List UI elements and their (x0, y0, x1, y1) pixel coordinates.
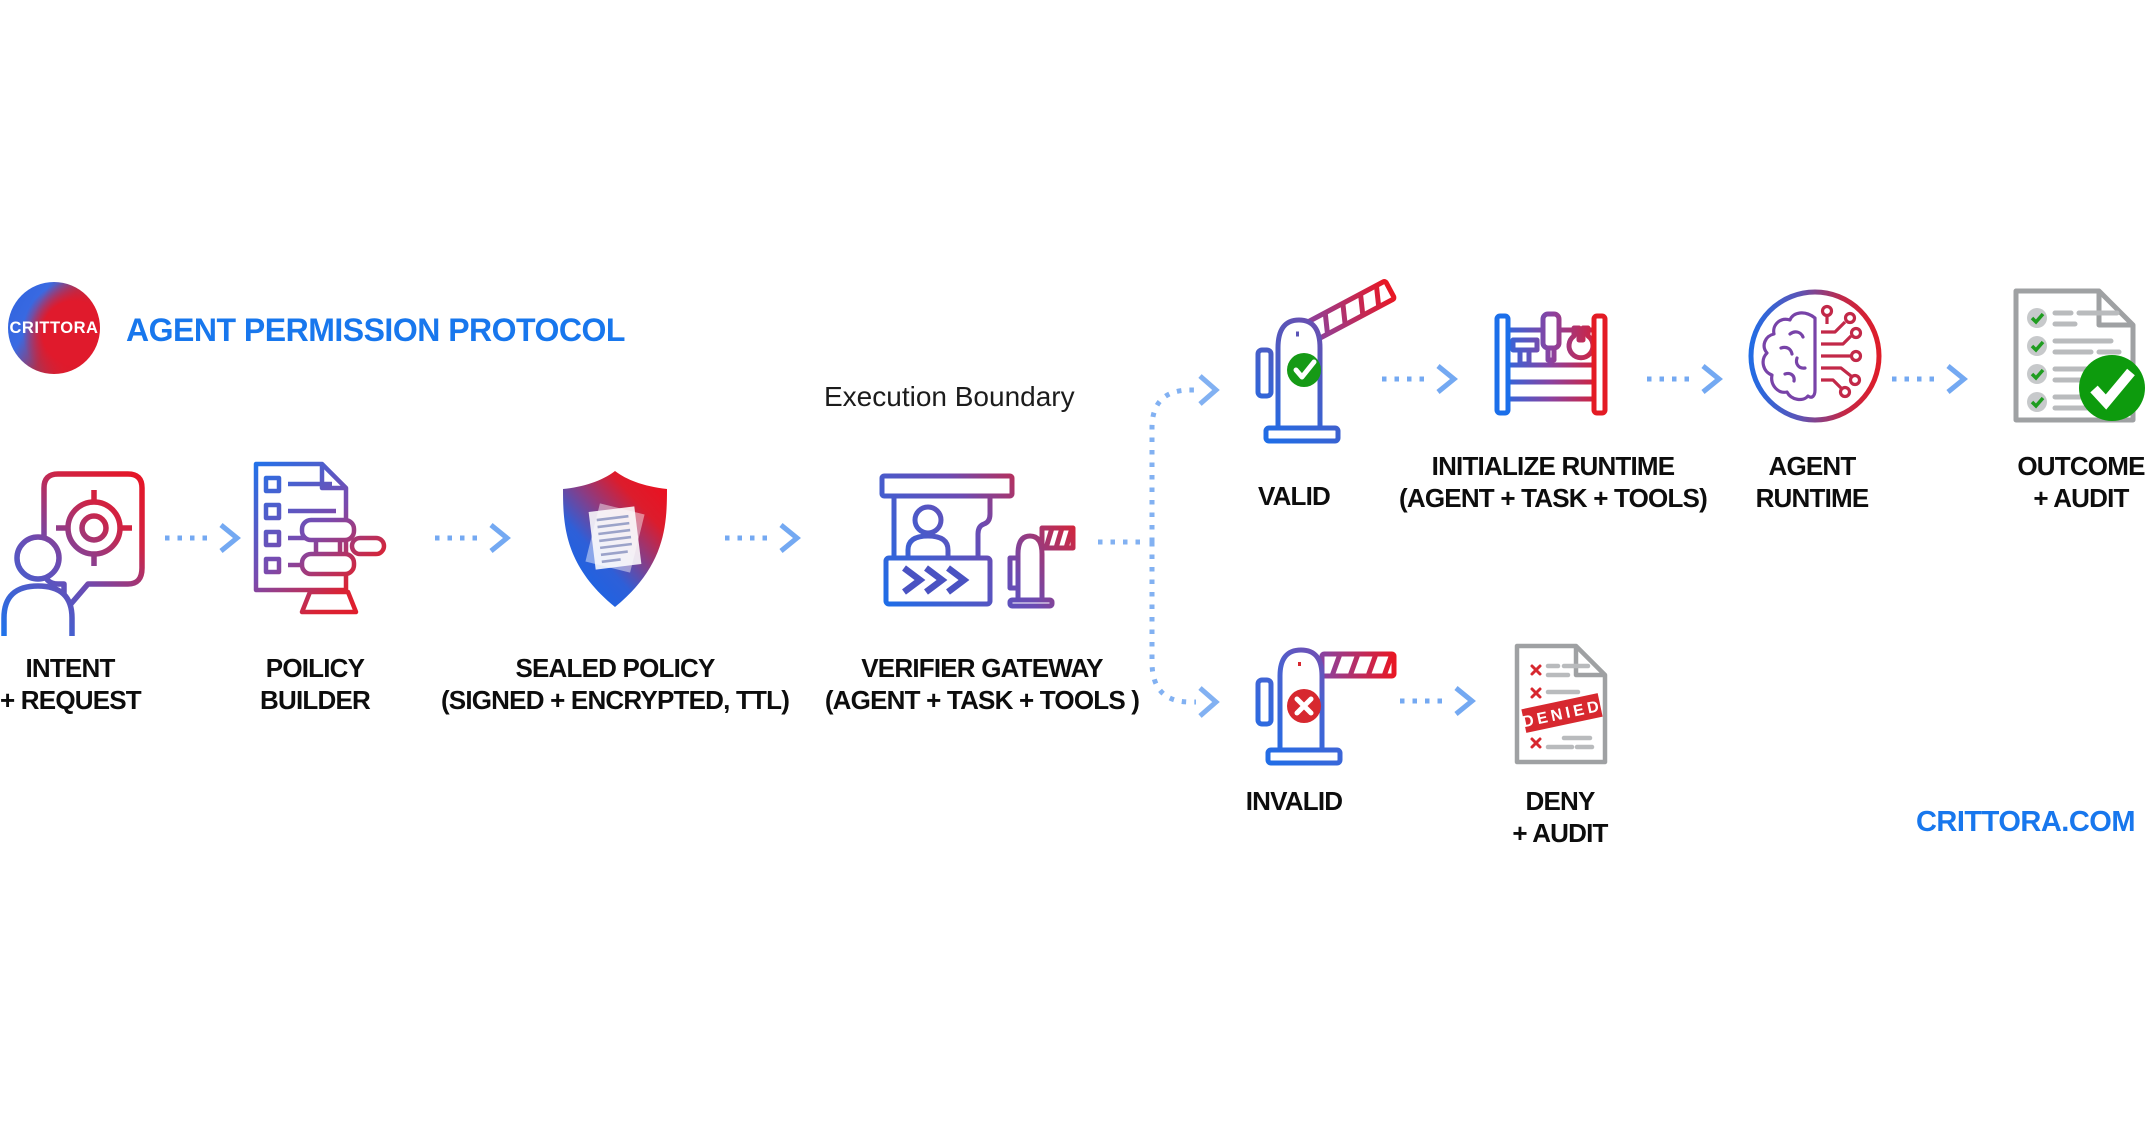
flow-arrow-invalid-to-deny (1400, 686, 1476, 716)
sealed-policy-label: SEALED POLICY (SIGNED + ENCRYPTED, TTL) (440, 653, 790, 715)
deny-audit-denied-document-icon: DENIED (1514, 643, 1608, 765)
invalid-barrier-closed-icon (1255, 647, 1397, 766)
valid-label: VALID (1257, 481, 1331, 511)
policy-builder-icon (253, 461, 387, 615)
flow-arrow-runtime-to-agent (1647, 364, 1723, 394)
invalid-label: INVALID (1245, 786, 1343, 816)
agent-runtime-label: AGENT RUNTIME (1755, 451, 1870, 513)
verifier-gateway-label: VERIFIER GATEWAY (AGENT + TASK + TOOLS ) (824, 653, 1140, 715)
crittora-logo: CRITTORA (8, 282, 100, 374)
flow-arrow-policy-to-sealed (435, 523, 511, 553)
flow-arrow-agent-to-outcome (1892, 364, 1968, 394)
agent-runtime-brain-icon (1748, 289, 1882, 423)
policy-builder-label: POILICY BUILDER (260, 653, 371, 715)
outcome-audit-checklist-icon (2013, 288, 2145, 423)
sealed-policy-shield-icon (563, 471, 667, 607)
intent-request-label: INTENT + REQUEST (0, 653, 142, 715)
crittora-website-link: CRITTORA.COM (1915, 806, 2136, 838)
flow-arrow-sealed-to-gateway (725, 523, 801, 553)
flow-arrow-valid-to-runtime (1382, 364, 1458, 394)
valid-barrier-open-icon (1255, 279, 1397, 444)
logo-text: CRITTORA (9, 318, 99, 337)
verifier-gateway-icon (879, 473, 1076, 609)
outcome-audit-label: OUTCOME + AUDIT (2017, 451, 2145, 513)
deny-audit-label: DENY + AUDIT (1512, 786, 1608, 848)
flow-arrow-intent-to-policy (165, 523, 241, 553)
page-title: AGENT PERMISSION PROTOCOL (126, 312, 625, 348)
branch-connector (1098, 374, 1220, 718)
initialize-runtime-toolbox-icon (1494, 311, 1608, 416)
execution-boundary-label: Execution Boundary (824, 381, 1075, 412)
intent-request-icon (1, 471, 145, 636)
initialize-runtime-label: INITIALIZE RUNTIME (AGENT + TASK + TOOLS… (1399, 451, 1708, 513)
